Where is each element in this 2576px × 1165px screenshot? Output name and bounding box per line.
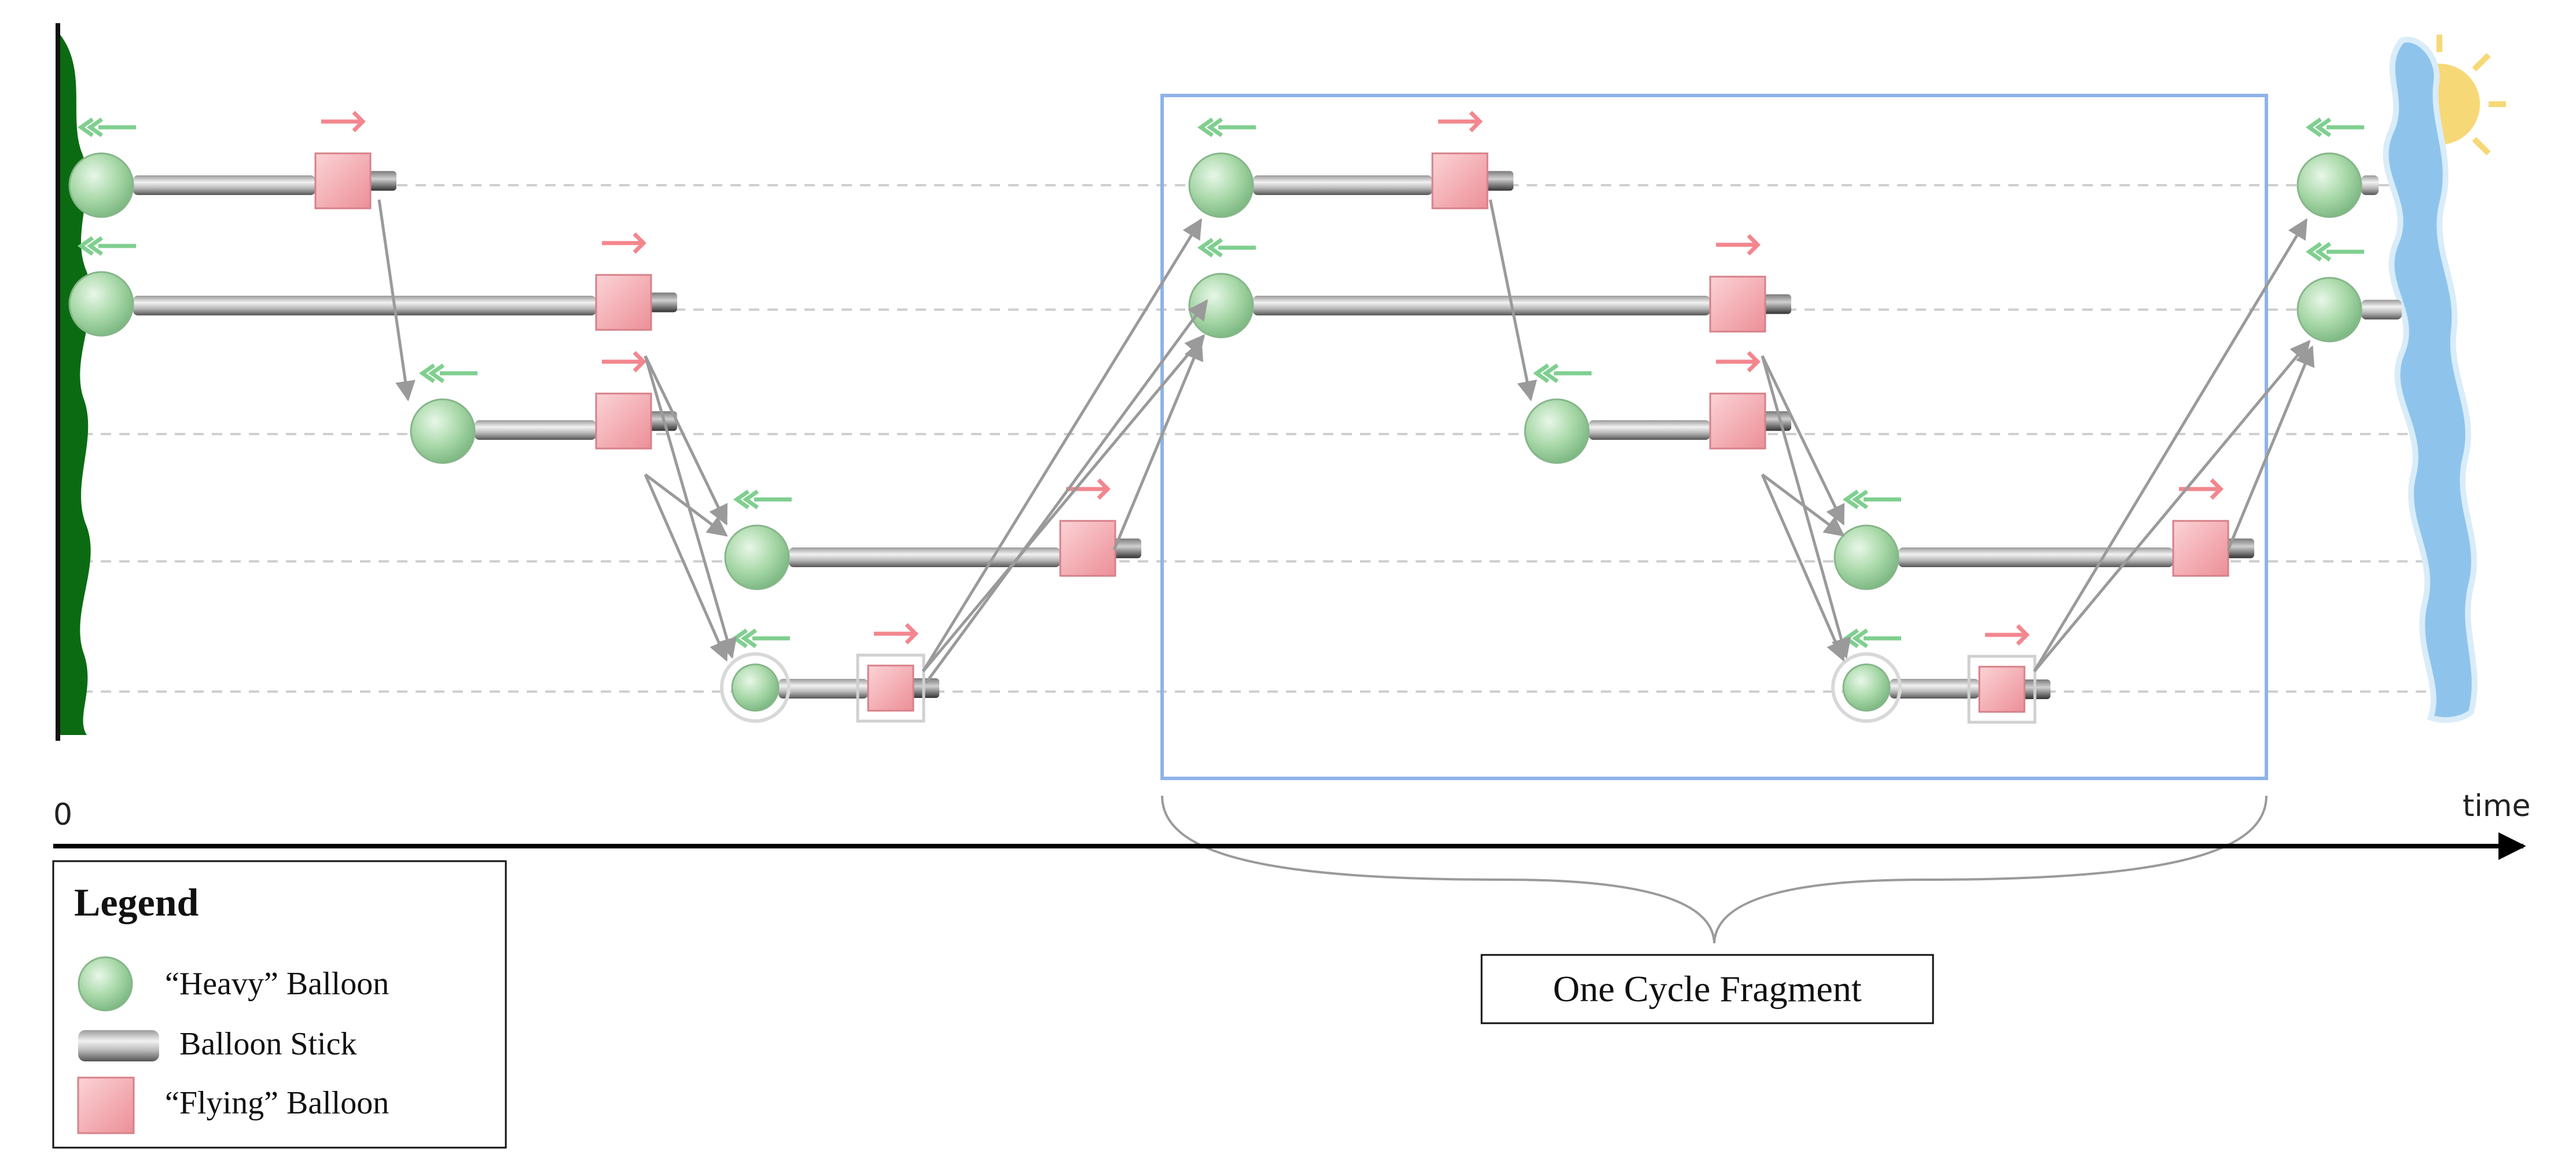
cloud-icon <box>2383 36 2478 723</box>
balloon-stick <box>789 547 1060 567</box>
heavy-balloon <box>1833 524 1899 590</box>
heavy-balloon-marker <box>731 629 790 648</box>
heavy-balloon <box>2296 152 2362 218</box>
cycle-fragment-label-box <box>1480 954 1934 1024</box>
flying-balloon <box>867 664 914 712</box>
balloon-stick <box>1898 547 2173 567</box>
transition-arrow <box>922 334 1206 672</box>
transition-arrow <box>644 355 728 526</box>
flying-balloon <box>2172 520 2229 577</box>
transition-arrow <box>1112 339 1204 550</box>
heavy-balloon <box>1842 663 1891 712</box>
stick-cap <box>1112 538 1141 558</box>
stick-cap <box>368 171 396 191</box>
heavy-balloon-marker <box>1533 363 1592 383</box>
axis-time-label: time <box>2463 789 2530 824</box>
flying-balloon <box>314 152 372 210</box>
flying-balloon <box>595 392 652 450</box>
heavy-balloon-marker <box>733 490 792 509</box>
heavy-balloon <box>1188 152 1254 218</box>
stick-cap <box>2225 538 2254 558</box>
flying-balloon-frame <box>856 653 925 723</box>
balloon-stick <box>1890 679 1979 699</box>
heavy-balloon <box>68 271 134 337</box>
flying-balloon <box>1709 275 1766 333</box>
balloon-stick <box>778 679 868 699</box>
balloon-nodes <box>68 111 2402 724</box>
balloon-halo <box>720 652 791 723</box>
balloon-stick <box>475 420 596 440</box>
flying-balloon-icon <box>77 1076 135 1134</box>
transition-arrow <box>644 473 728 537</box>
heavy-balloon-marker <box>2305 117 2364 137</box>
heavy-balloon-marker <box>1842 490 1901 509</box>
legend-item-flying: “Flying” Balloon <box>165 1085 389 1121</box>
stick-cap <box>1484 171 1513 191</box>
transition-arrow <box>2033 340 2311 672</box>
heavy-balloon-marker <box>77 117 136 137</box>
heavy-balloon-marker <box>1197 238 1256 258</box>
transition-arrow <box>921 218 1203 672</box>
transition-arrow <box>924 299 1208 684</box>
legend-item-heavy: “Heavy” Balloon <box>165 966 389 1002</box>
heavy-balloon-marker <box>1197 117 1256 137</box>
cycle-fragment-brace <box>1161 795 2268 944</box>
heavy-balloon <box>410 398 476 464</box>
cycle-fragment-label: One Cycle Fragment <box>1553 968 1861 1009</box>
transition-arrow <box>2033 218 2308 672</box>
flying-balloon-marker <box>1438 111 1483 133</box>
stick-cap <box>648 292 677 313</box>
flying-balloon-marker <box>602 232 646 254</box>
transition-arrow <box>2226 345 2315 550</box>
transition-arrows <box>377 199 2315 684</box>
flying-balloon-marker <box>1066 478 1111 500</box>
heavy-balloon <box>68 152 134 218</box>
flying-balloon <box>1978 666 2026 713</box>
flying-balloon <box>1059 520 1116 577</box>
transition-arrow <box>1761 355 1845 526</box>
stick-cap <box>1762 294 1791 314</box>
flying-balloon-marker <box>1985 624 2030 646</box>
balloon-stick <box>133 175 315 195</box>
balloon-stick <box>1253 175 1432 195</box>
heavy-balloon <box>2296 277 2362 343</box>
heavy-balloon <box>731 663 780 712</box>
flying-balloon-marker <box>1716 351 1761 373</box>
balloon-stick <box>2361 175 2379 195</box>
transition-arrow <box>1761 473 1845 537</box>
legend-title: Legend <box>74 880 199 924</box>
heavy-balloon <box>724 524 790 590</box>
flying-balloon-frame <box>1967 655 2037 724</box>
balloon-stick <box>1589 420 1710 440</box>
heavy-balloon-marker <box>77 236 136 256</box>
heavy-balloon-marker <box>1842 629 1901 648</box>
flying-balloon-marker <box>321 111 366 133</box>
legend: Legend “Heavy” Balloon Balloon Stick “Fl… <box>52 860 507 1149</box>
flying-balloon <box>595 274 652 331</box>
legend-item-stick: Balloon Stick <box>179 1026 357 1062</box>
heavy-balloon-marker <box>2305 242 2364 262</box>
heavy-balloon <box>1524 398 1590 464</box>
transition-arrow <box>1761 473 1846 662</box>
sky-cloud <box>2383 35 2506 723</box>
flying-balloon <box>1431 152 1489 210</box>
flying-balloon-marker <box>874 623 918 645</box>
heavy-balloon <box>1188 273 1254 339</box>
balloon-stick-icon <box>78 1030 159 1061</box>
transition-arrow <box>644 473 729 662</box>
stick-cap <box>1762 411 1791 431</box>
balloon-stick <box>133 296 596 315</box>
flying-balloon-marker <box>602 351 646 373</box>
heavy-balloon-marker <box>418 363 477 383</box>
transition-arrow <box>377 199 416 402</box>
heavy-balloon-icon <box>78 956 133 1012</box>
balloon-stick <box>1253 296 1710 315</box>
flying-balloon <box>1709 392 1766 450</box>
flying-balloon-marker <box>1716 234 1761 256</box>
axis-origin-label: 0 <box>53 798 72 832</box>
transition-arrow <box>1489 199 1537 402</box>
balloon-stick <box>2361 300 2402 319</box>
balloon-halo <box>1831 652 1902 723</box>
